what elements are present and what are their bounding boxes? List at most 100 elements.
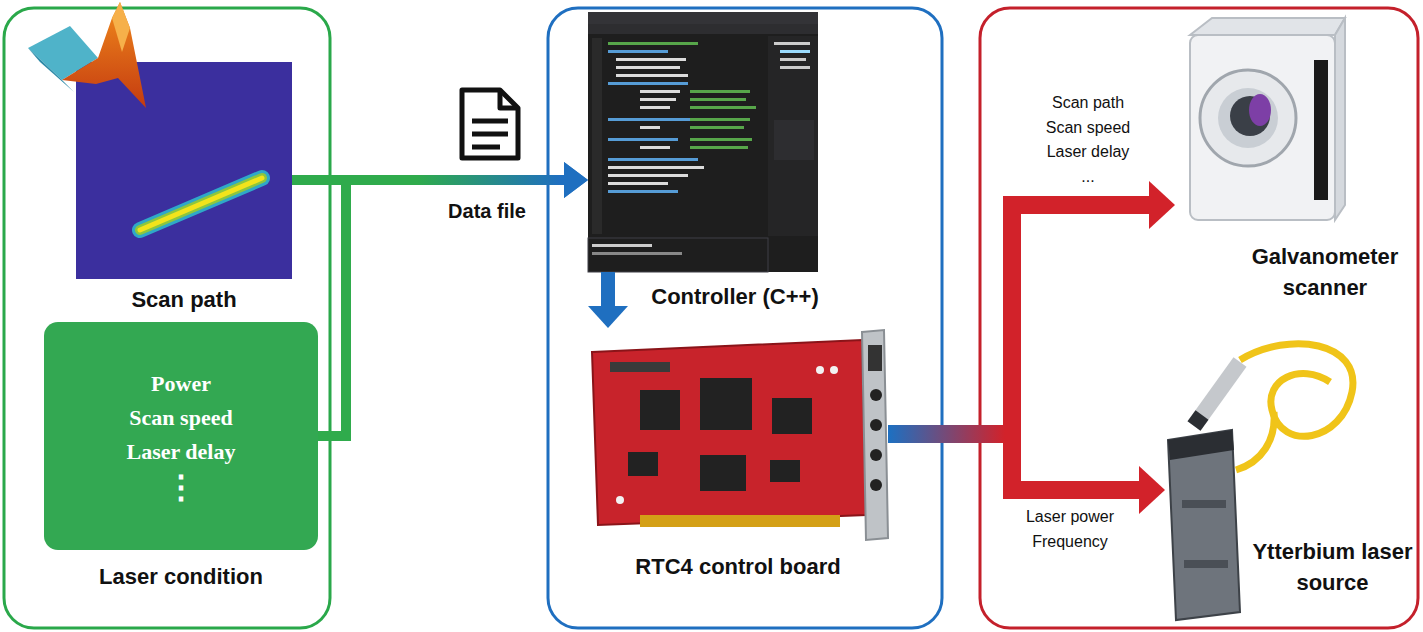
ide-screenshot (608, 174, 688, 177)
ide-screenshot (592, 244, 652, 247)
connector (888, 434, 1141, 490)
ide-screenshot (588, 12, 818, 24)
ide-screenshot (608, 158, 698, 161)
controller-box: Controller (C++) (588, 12, 818, 272)
laser-source-image (1236, 412, 1274, 470)
ide-screenshot (780, 50, 810, 53)
node-body (1165, 335, 1370, 525)
rtc4-board-image (770, 460, 800, 482)
node-body: PowerScan speedLaser delay⋮ (44, 322, 318, 550)
ide-screenshot (690, 90, 750, 93)
ide-screenshot (588, 238, 768, 272)
rtc4-board-image (628, 452, 658, 476)
ide-screenshot (690, 146, 748, 149)
ide-screenshot (640, 146, 670, 149)
ide-screenshot (690, 118, 750, 121)
scanner-box: Galvanometer scanner (1175, 15, 1345, 228)
rtc4-board-image (862, 330, 888, 540)
scan-path-image-box: Scan path (76, 62, 292, 279)
laser-source-box: Ytterbium laser source (1165, 335, 1370, 525)
rtc4-board-image (870, 419, 882, 431)
ide-screenshot (608, 82, 688, 85)
edge-label: Data file (448, 198, 526, 224)
ide-screenshot (690, 138, 752, 141)
matlab-logo (28, 2, 146, 108)
scan-path-image (140, 178, 262, 230)
node-caption: Scan path (131, 285, 236, 316)
galvanometer-image (1249, 94, 1271, 126)
ide-screenshot (774, 120, 814, 160)
matlab-logo (112, 2, 130, 52)
ide-screenshot (616, 58, 686, 61)
connector-group (888, 181, 1175, 434)
document-icon (462, 90, 518, 158)
ide-screenshot (608, 182, 668, 185)
ide-screenshot (640, 126, 660, 129)
laser-source-image (1240, 344, 1353, 437)
ide-screenshot (690, 126, 744, 129)
node-text: Power (151, 367, 211, 401)
edge-label: Laser power Frequency (1022, 505, 1118, 555)
hardware-panel (980, 8, 1418, 628)
control-board-box: RTC4 control board (588, 328, 888, 540)
connector-group (888, 434, 1165, 514)
ide-screenshot (588, 24, 818, 34)
rtc4-board-image (700, 378, 752, 430)
node-body (588, 12, 818, 272)
ide-screenshot (608, 166, 704, 169)
galvanometer-image (1190, 35, 1335, 220)
scan-path-image (140, 178, 262, 230)
laser-source-image (1184, 560, 1228, 568)
laser-source-image (1168, 430, 1234, 460)
galvanometer-image (1190, 18, 1345, 35)
document-icon (462, 90, 518, 158)
document-icon (472, 132, 508, 137)
arrowhead (564, 162, 588, 198)
ide-screenshot (608, 42, 698, 45)
control-panel (548, 8, 942, 628)
matlab-logo (28, 48, 74, 92)
laser-source-image (1194, 362, 1240, 426)
rtc4-board-image (700, 455, 746, 491)
ide-screenshot (608, 50, 668, 53)
rtc4-board-image (830, 366, 838, 374)
rtc4-board-image (772, 398, 812, 434)
ide-screenshot (592, 252, 682, 255)
ide-screenshot (640, 98, 676, 101)
scan-path-image (140, 178, 262, 230)
rtc4-board-image (616, 496, 624, 504)
node-caption: Galvanometer scanner (1245, 242, 1405, 304)
connector (888, 205, 1151, 434)
node-body (588, 328, 888, 540)
connector-group (318, 162, 588, 436)
ide-screenshot (588, 12, 818, 272)
ide-screenshot (588, 12, 818, 272)
rtc4-board-image (592, 340, 866, 525)
ide-screenshot (780, 58, 806, 61)
ide-screenshot (616, 74, 688, 77)
edge-label: Scan path Scan speed Laser delay ... (1040, 91, 1136, 190)
ide-screenshot (640, 90, 680, 93)
node-body (1175, 15, 1345, 228)
galvanometer-image (1218, 88, 1278, 148)
connector-group (588, 272, 628, 328)
ide-screenshot (768, 36, 818, 236)
galvanometer-image (1335, 18, 1345, 220)
ide-screenshot (780, 66, 810, 69)
document-icon (472, 145, 500, 150)
node-caption: Controller (C++) (651, 282, 818, 313)
galvanometer-image (1314, 60, 1328, 200)
node-caption: Ytterbium laser source (1250, 537, 1415, 599)
node-caption: Laser condition (99, 562, 263, 593)
ide-screenshot (608, 138, 678, 141)
rtc4-board-image (870, 449, 882, 461)
rtc4-board-image (816, 366, 824, 374)
input-panel (4, 8, 330, 628)
laser-source-image (1168, 430, 1240, 620)
node-caption: RTC4 control board (635, 552, 840, 583)
document-icon (500, 90, 518, 108)
connector (601, 272, 615, 308)
document-icon (472, 119, 508, 124)
ide-screenshot (690, 106, 756, 109)
